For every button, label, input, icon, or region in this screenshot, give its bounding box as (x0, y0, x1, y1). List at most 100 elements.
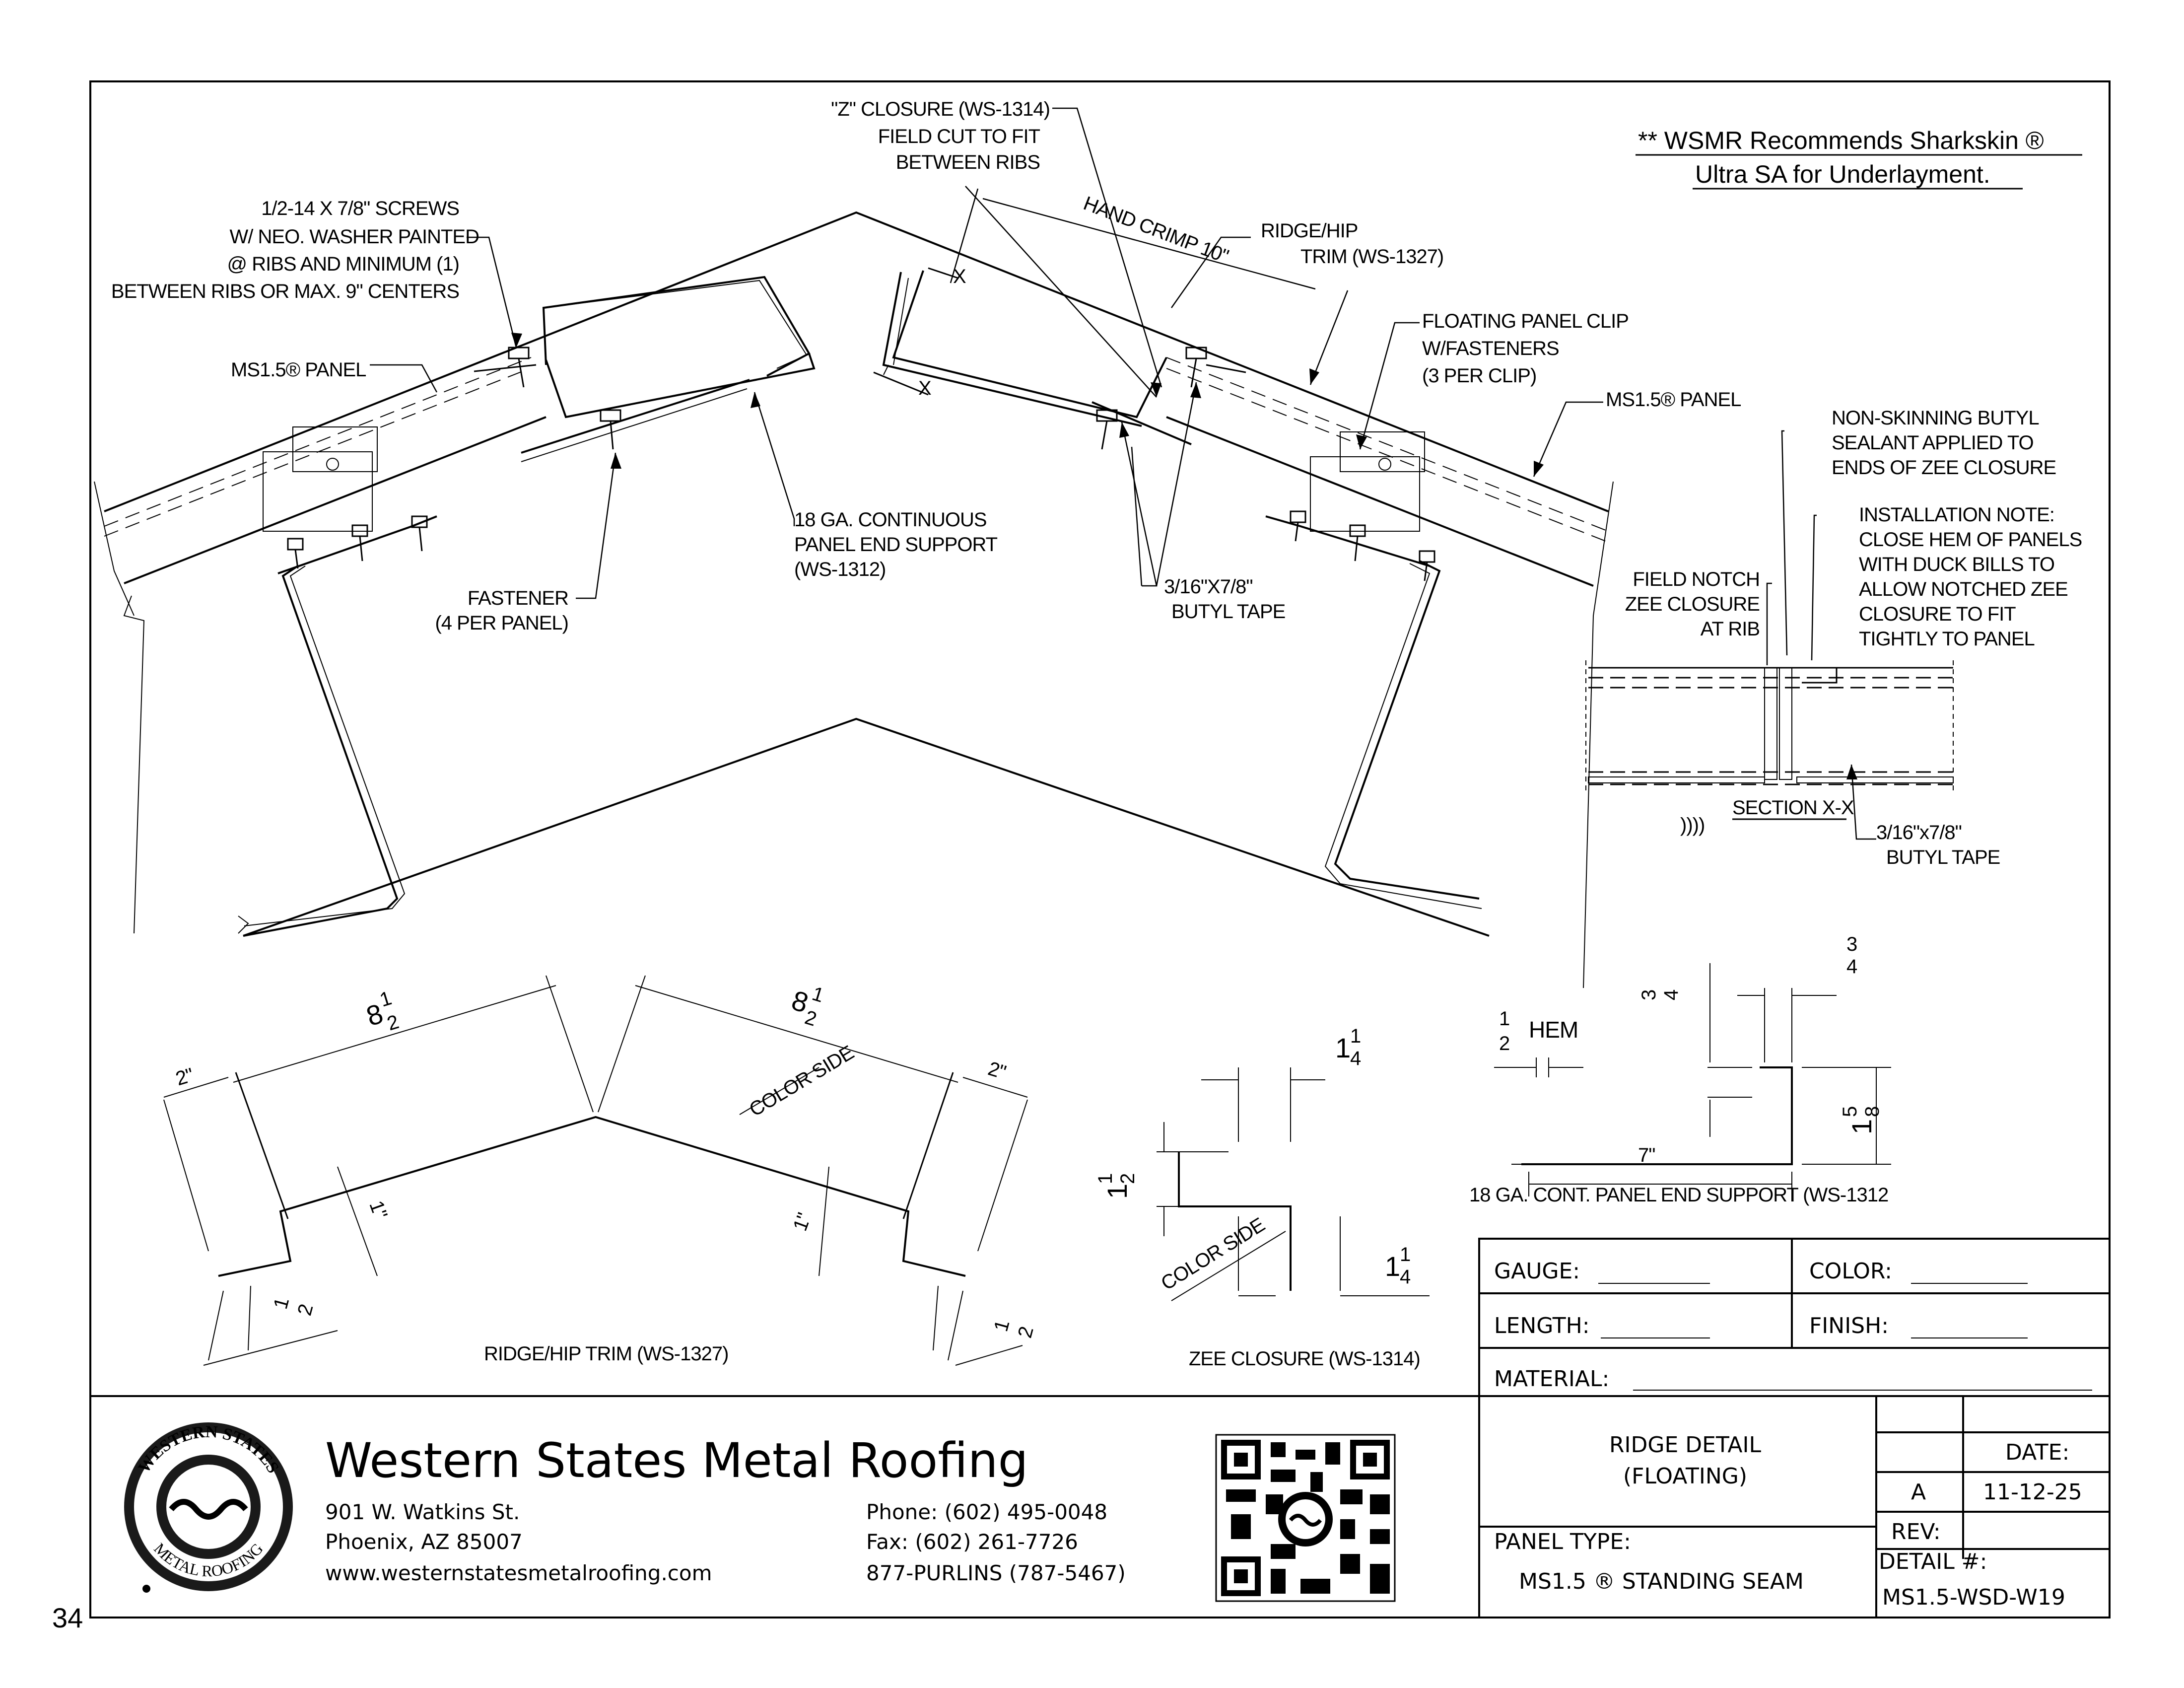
left-panel-bottom (124, 416, 546, 584)
svg-text:W/FASTENERS: W/FASTENERS (1422, 338, 1559, 359)
callout-screws: 1/2-14 X 7/8" SCREWS W/ NEO. WASHER PAIN… (111, 198, 479, 302)
trim-dim-left-85: 8 1 2 (363, 987, 401, 1035)
svg-text:1: 1 (270, 1296, 293, 1312)
company-logo (124, 1422, 293, 1593)
company-website[interactable]: www.westernstatesmetalroofing.com (325, 1561, 712, 1585)
svg-text:3: 3 (1638, 990, 1660, 1000)
sheet-border (89, 80, 2111, 1618)
finish-label: FINISH: (1809, 1313, 1889, 1338)
svg-text:WITH DUCK BILLS TO: WITH DUCK BILLS TO (1859, 554, 2054, 575)
material-label: MATERIAL: (1494, 1366, 1609, 1392)
svg-text:1: 1 (1385, 1251, 1400, 1282)
support-dim-34-top: 3 4 (1846, 933, 1858, 978)
color-label: COLOR: (1809, 1259, 1892, 1284)
svg-text:4: 4 (1660, 989, 1682, 1000)
svg-text:4: 4 (1350, 1048, 1361, 1069)
svg-text:2: 2 (1014, 1325, 1038, 1340)
callout-panel-right: MS1.5® PANEL (1606, 389, 1741, 411)
trim-dim-2-left: 2" (173, 1064, 196, 1090)
svg-text:1/2-14 X 7/8" SCREWS: 1/2-14 X 7/8" SCREWS (261, 198, 459, 219)
right-ridge-trim (892, 270, 1167, 419)
svg-text:INSTALLATION NOTE:: INSTALLATION NOTE: (1859, 504, 2054, 526)
svg-text:1: 1 (1499, 1008, 1509, 1030)
svg-text:1: 1 (1101, 1184, 1133, 1199)
svg-text:1: 1 (1335, 1032, 1350, 1063)
svg-text:BETWEEN RIBS: BETWEEN RIBS (896, 151, 1040, 173)
svg-text:1: 1 (1400, 1244, 1410, 1266)
callout-ridge-trim: RIDGE/HIP TRIM (WS-1327) (1261, 220, 1444, 268)
zee-detail-title: ZEE CLOSURE (WS-1314) (1189, 1348, 1420, 1370)
section-label: SECTION X-X (1732, 797, 1854, 819)
ridge-section-drawing (94, 107, 1876, 988)
trim-dim-right-85: 8 1 2 (788, 983, 826, 1030)
svg-text:AT RIB: AT RIB (1701, 618, 1760, 640)
svg-text:(4 PER PANEL): (4 PER PANEL) (435, 612, 568, 634)
zee-detail-drawing (1157, 1067, 1430, 1301)
rev-letter: A (1911, 1479, 1926, 1505)
svg-text:2: 2 (385, 1011, 401, 1035)
company-address-1: 901 W. Watkins St. (325, 1500, 520, 1524)
support-dim-158: 1 5 8 (1839, 1107, 1883, 1134)
svg-text:PANEL END SUPPORT: PANEL END SUPPORT (794, 534, 998, 556)
svg-text:(3 PER CLIP): (3 PER CLIP) (1422, 365, 1536, 387)
svg-text:2: 2 (1499, 1033, 1509, 1055)
callout-sealant: NON-SKINNING BUTYL SEALANT APPLIED TO EN… (1832, 407, 2056, 479)
svg-text:ALLOW NOTCHED ZEE: ALLOW NOTCHED ZEE (1859, 578, 2068, 600)
support-dim-34-side: 3 4 (1638, 989, 1682, 1000)
svg-text:FIELD CUT TO FIT: FIELD CUT TO FIT (878, 126, 1040, 147)
date-label: DATE: (2005, 1440, 2069, 1465)
svg-text:RIDGE/HIP: RIDGE/HIP (1261, 220, 1358, 242)
callout-fastener: FASTENER (4 PER PANEL) (435, 587, 569, 634)
title-block-grid (1478, 1238, 2111, 1618)
svg-text:3: 3 (1846, 933, 1857, 955)
svg-text:2: 2 (293, 1302, 317, 1318)
callout-install-note: INSTALLATION NOTE: CLOSE HEM OF PANELS W… (1859, 504, 2082, 650)
company-fax: Fax: (602) 261-7726 (866, 1530, 1078, 1554)
zee-dim-bottom: 1 1 4 (1385, 1244, 1411, 1288)
length-label: LENGTH: (1494, 1313, 1590, 1338)
callout-butyl-section: 3/16"x7/8" BUTYL TAPE (1876, 822, 2000, 868)
svg-text:5: 5 (1839, 1107, 1861, 1117)
zee-dim-left: 1 1 2 (1094, 1174, 1139, 1199)
x-mark-bottom: X (918, 377, 931, 399)
svg-text:CLOSURE TO FIT: CLOSURE TO FIT (1859, 603, 2016, 625)
svg-text:W/ NEO. WASHER PAINTED: W/ NEO. WASHER PAINTED (230, 226, 479, 248)
svg-text:CLOSE HEM OF PANELS: CLOSE HEM OF PANELS (1859, 529, 2082, 551)
trim-dim-2-right: 2" (985, 1057, 1008, 1083)
trim-dim-1-left: 1" (365, 1198, 391, 1221)
left-z-closure (545, 353, 816, 419)
svg-text:BETWEEN RIBS OR MAX. 9" CENTER: BETWEEN RIBS OR MAX. 9" CENTERS (111, 281, 459, 302)
svg-text:ZEE CLOSURE: ZEE CLOSURE (1625, 593, 1760, 615)
left-panel-top (104, 211, 1609, 512)
svg-text:1: 1 (810, 983, 826, 1006)
callout-end-support: 18 GA. CONTINUOUS PANEL END SUPPORT (WS-… (794, 509, 998, 580)
svg-text:NON-SKINNING BUTYL: NON-SKINNING BUTYL (1832, 407, 2039, 429)
trim-detail-title: RIDGE/HIP TRIM (WS-1327) (484, 1343, 728, 1365)
svg-text:18 GA. CONTINUOUS: 18 GA. CONTINUOUS (794, 509, 987, 531)
logo-text-top: WESTERN STATES (135, 1423, 282, 1477)
svg-text:8: 8 (1861, 1107, 1883, 1117)
svg-text:3/16"X7/8": 3/16"X7/8" (1164, 576, 1253, 598)
svg-text:SEALANT APPLIED TO: SEALANT APPLIED TO (1832, 432, 2034, 454)
svg-text:TRIM (WS-1327): TRIM (WS-1327) (1300, 246, 1443, 268)
date-value: 11-12-25 (1983, 1479, 2082, 1505)
deck-line (243, 717, 1490, 937)
svg-text:BUTYL TAPE: BUTYL TAPE (1886, 846, 2000, 868)
screw-symbols (287, 347, 1435, 581)
qr-code (1215, 1434, 1396, 1602)
support-detail-drawing (1494, 963, 1891, 1201)
svg-text:3/16"x7/8": 3/16"x7/8" (1876, 822, 1962, 844)
leader-lines (370, 107, 1876, 840)
svg-text:1: 1 (990, 1318, 1014, 1334)
svg-text:FIELD NOTCH: FIELD NOTCH (1633, 568, 1760, 590)
panel-type-value: MS1.5 ® STANDING SEAM (1519, 1569, 1804, 1594)
drawing-title-1: RIDGE DETAIL (1609, 1432, 1762, 1458)
svg-text:4: 4 (1846, 956, 1857, 978)
callout-butyl-main: 3/16"X7/8" BUTYL TAPE (1164, 576, 1286, 623)
rev-label: REV: (1891, 1519, 1941, 1545)
callout-hand-crimp: HAND CRIMP 10" (1081, 192, 1231, 268)
left-ridge-trim (542, 276, 811, 377)
right-end-support (1334, 560, 1480, 900)
